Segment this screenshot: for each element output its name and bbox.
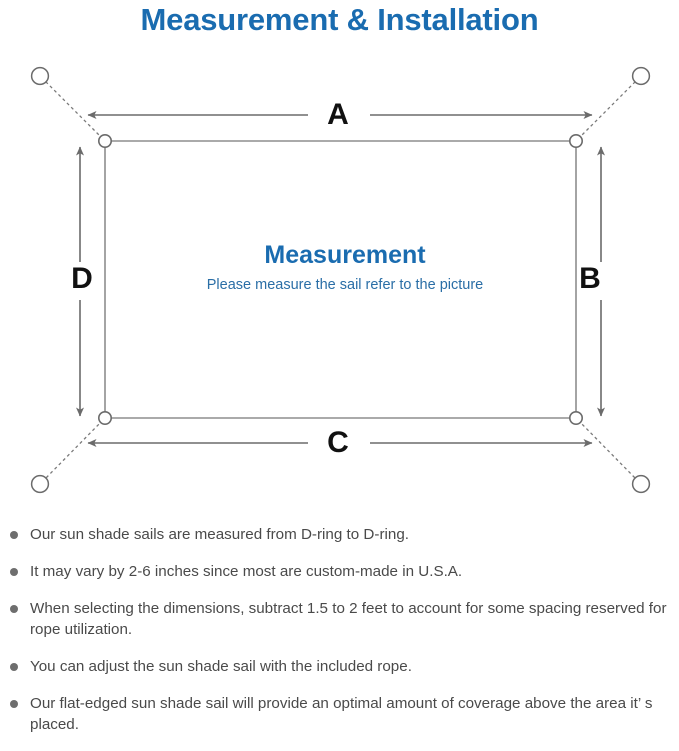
rope-line-top-right bbox=[577, 79, 638, 140]
list-item: When selecting the dimensions, subtract … bbox=[0, 598, 679, 640]
d-ring-bottom-left-icon bbox=[98, 410, 113, 425]
rope-line-bottom-right bbox=[577, 419, 638, 481]
rope-line-bottom-left bbox=[43, 419, 104, 481]
list-item: It may vary by 2-6 inches since most are… bbox=[0, 561, 679, 582]
sail-label: Measurement bbox=[264, 241, 426, 269]
note-text: It may vary by 2-6 inches since most are… bbox=[30, 563, 463, 580]
dimension-label-c: C bbox=[327, 426, 349, 459]
list-item: Our flat-edged sun shade sail will provi… bbox=[0, 693, 679, 735]
anchor-point-bottom-right-icon bbox=[631, 474, 651, 494]
notes-list: Our sun shade sails are measured from D-… bbox=[0, 524, 679, 751]
note-text: Our flat-edged sun shade sail will provi… bbox=[30, 695, 653, 733]
note-text: Our sun shade sails are measured from D-… bbox=[30, 526, 409, 543]
rope-line-top-left bbox=[43, 79, 104, 140]
sail-sublabel: Please measure the sail refer to the pic… bbox=[206, 277, 484, 293]
sail-body bbox=[104, 140, 577, 419]
bullet-icon bbox=[10, 700, 18, 708]
bullet-icon bbox=[10, 568, 18, 576]
dimension-label-d: D bbox=[71, 262, 93, 295]
list-item: Our sun shade sails are measured from D-… bbox=[0, 524, 679, 545]
dimension-label-a: A bbox=[327, 98, 349, 131]
note-text: You can adjust the sun shade sail with t… bbox=[30, 658, 412, 675]
sail-center-text: Measurement Please measure the sail refe… bbox=[110, 240, 580, 296]
bullet-icon bbox=[10, 531, 18, 539]
d-ring-top-right-icon bbox=[568, 134, 583, 149]
dimension-label-b: B bbox=[579, 262, 601, 295]
anchor-point-bottom-left-icon bbox=[30, 474, 50, 494]
bullet-icon bbox=[10, 605, 18, 613]
anchor-point-top-right-icon bbox=[631, 66, 651, 86]
d-ring-top-left-icon bbox=[98, 134, 113, 149]
anchor-point-top-left-icon bbox=[30, 66, 50, 86]
d-ring-bottom-right-icon bbox=[568, 410, 583, 425]
shade-sail-measurement-diagram bbox=[30, 66, 651, 494]
page-title: Measurement & Installation bbox=[140, 2, 539, 37]
note-text: When selecting the dimensions, subtract … bbox=[30, 600, 667, 638]
list-item: You can adjust the sun shade sail with t… bbox=[0, 656, 679, 677]
bullet-icon bbox=[10, 663, 18, 671]
